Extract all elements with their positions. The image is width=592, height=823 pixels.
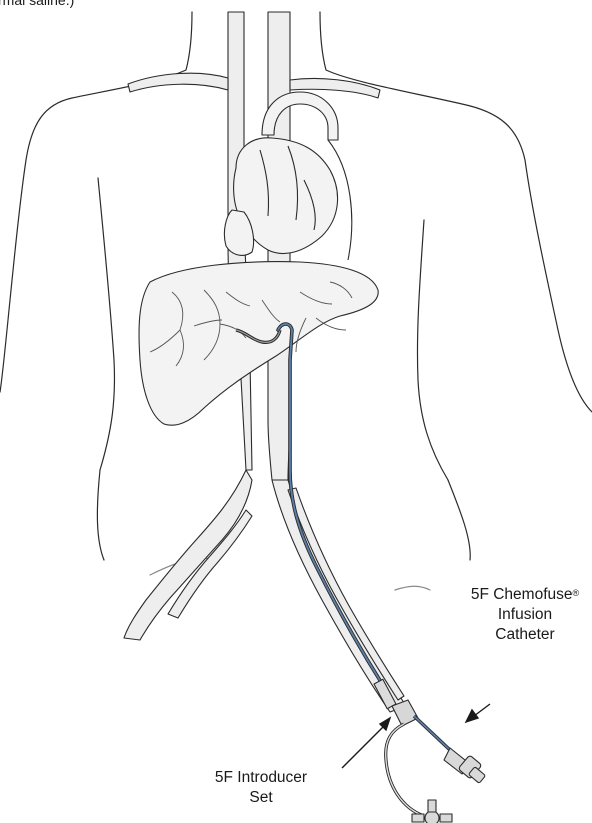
label-chemofuse: 5F Chemofuse® Infusion Catheter xyxy=(450,585,592,645)
liver xyxy=(139,262,378,426)
left-iliac-outer xyxy=(124,470,252,640)
label-introducer: 5F Introducer Set xyxy=(186,768,336,808)
label-introducer-line2: Set xyxy=(186,788,336,808)
left-arm-inner xyxy=(98,178,114,470)
hip-crease-right xyxy=(395,586,430,590)
label-introducer-line1: 5F Introducer xyxy=(186,768,336,788)
registered-mark: ® xyxy=(573,588,580,598)
left-subclavian-branch xyxy=(128,73,228,92)
body-outline-right xyxy=(320,12,592,412)
right-arm-inner xyxy=(417,220,448,480)
arrow-chemofuse-icon xyxy=(466,710,478,722)
arrow-introducer-line xyxy=(342,726,384,768)
waist-left xyxy=(97,470,104,560)
catheter-line-blue xyxy=(278,324,386,690)
label-chemofuse-line3: Catheter xyxy=(450,625,592,645)
luer-hub-icon xyxy=(444,748,486,783)
stopcock-icon xyxy=(412,800,452,823)
catheter-extension-blue xyxy=(414,716,450,750)
side-port-tube xyxy=(386,724,424,816)
label-chemofuse-line1: 5F Chemofuse® xyxy=(450,585,592,605)
label-chemofuse-line2: Infusion xyxy=(450,605,592,625)
waist-right xyxy=(448,480,470,560)
arrow-chemofuse-line xyxy=(474,704,490,716)
right-iliac-secondary xyxy=(288,488,404,700)
